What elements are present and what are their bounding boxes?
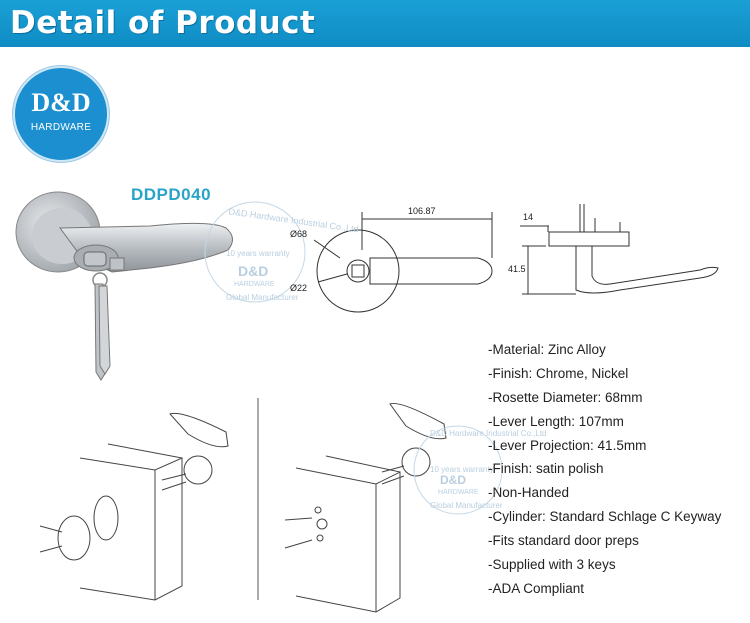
dimension-cylinder: Ø22 [290,283,308,293]
brand-logo: D&D HARDWARE [13,66,109,162]
installation-drawing-right [284,402,447,613]
spec-item: -Supplied with 3 keys [488,557,616,573]
dimension-rosette: Ø68 [290,229,308,239]
watermark-years-text: 10 years warranty [226,249,290,258]
spec-item: -Non-Handed [488,485,570,501]
dimension-length: 106.87 [408,206,436,216]
logo-main-text: D&D [31,88,91,117]
side-dimension-drawing [520,204,719,295]
watermark-hardware-text: HARDWARE [234,281,275,288]
dimension-depth: 14 [523,212,534,222]
spec-item: -Lever Length: 107mm [488,413,624,429]
product-photo [15,191,233,381]
watermark-years-text: 10 years warranty [430,465,494,474]
spec-item: -Rosette Diameter: 68mm [488,389,643,405]
spec-item: -ADA Compliant [488,580,585,596]
watermark-lower: D&D Hardware Industrial Co.,Ltd 10 years… [413,425,547,515]
front-dimension-drawing [313,212,493,313]
spec-item: -Material: Zinc Alloy [488,342,606,357]
spec-item: -Fits standard door preps [488,533,639,549]
watermark-manufacturer-text: Global Manufacturer [226,293,299,302]
dimension-projection: 41.5 [508,264,526,274]
spec-item: -Finish: satin polish [488,461,604,477]
logo-sub-text: HARDWARE [30,122,92,133]
watermark-manufacturer-text: Global Manufacturer [430,501,503,510]
watermark-upper: D&D Hardware Industrial Co.,Ltd 10 years… [204,201,359,303]
product-model: DDPD040 [131,185,212,204]
installation-drawing-left [39,412,229,601]
spec-item: -Cylinder: Standard Schlage C Keyway [488,509,722,525]
watermark-hardware-text: HARDWARE [438,489,479,496]
spec-list: -Material: Zinc Alloy -Finish: Chrome, N… [488,338,721,601]
page-title: Detail of Product [10,5,316,41]
watermark-brand-text: D&D [238,263,268,279]
spec-item: -Finish: Chrome, Nickel [488,365,629,381]
spec-item: -Lever Projection: 41.5mm [488,437,647,453]
header-banner: Detail of Product [0,0,750,47]
watermark-brand-text: D&D [440,473,466,487]
watermark-company-text: D&D Hardware Industrial Co.,Ltd [430,429,547,438]
